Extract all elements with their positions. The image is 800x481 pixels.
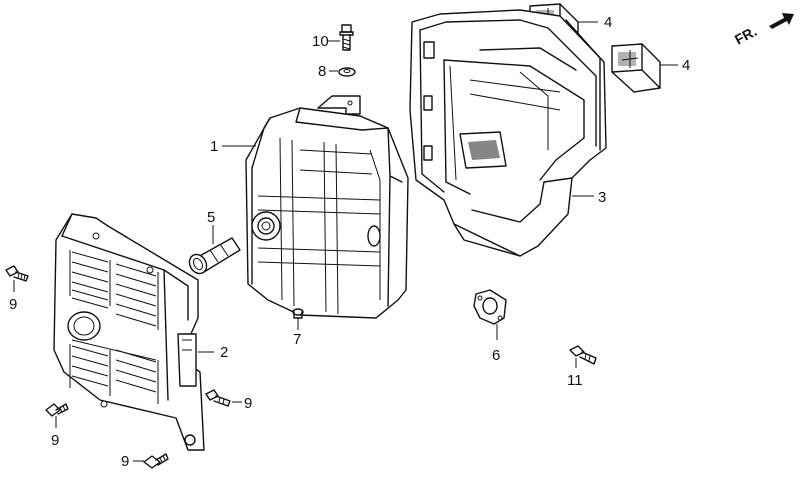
callout-4-lower: 4	[682, 57, 690, 74]
spark-arrester-5	[188, 237, 241, 275]
callout-9-left: 9	[9, 296, 17, 313]
callout-8: 8	[318, 63, 326, 80]
bolt-9-bottom-left	[45, 403, 69, 417]
housing-3	[409, 9, 607, 257]
bolt-9-protector	[205, 389, 231, 407]
bolt-11	[569, 345, 597, 365]
bolt-9-left	[5, 265, 29, 282]
callout-9-bottom: 9	[121, 453, 129, 470]
callout-4-upper: 4	[604, 14, 612, 31]
screw-7	[292, 308, 304, 319]
gasket-6	[473, 289, 507, 325]
orientation-indicator: FR.	[732, 13, 794, 48]
fr-label: FR.	[732, 23, 759, 48]
callout-11: 11	[567, 372, 583, 389]
callout-6: 6	[492, 347, 500, 364]
cover-4-lower	[611, 43, 661, 93]
protector-2	[53, 213, 205, 451]
callout-3: 3	[598, 189, 606, 206]
callout-1: 1	[210, 138, 218, 155]
callout-2: 2	[220, 344, 228, 361]
washer-8	[338, 67, 356, 77]
forward-arrow-icon	[769, 13, 794, 29]
bolt-10	[339, 24, 354, 51]
callout-10: 10	[312, 33, 329, 50]
muffler-1	[245, 95, 409, 319]
callout-7: 7	[293, 331, 301, 348]
callout-5: 5	[207, 209, 215, 226]
callout-9-protector: 9	[244, 395, 252, 412]
bolt-9-bottom	[143, 453, 169, 469]
callout-9-bottom-left: 9	[51, 432, 59, 449]
